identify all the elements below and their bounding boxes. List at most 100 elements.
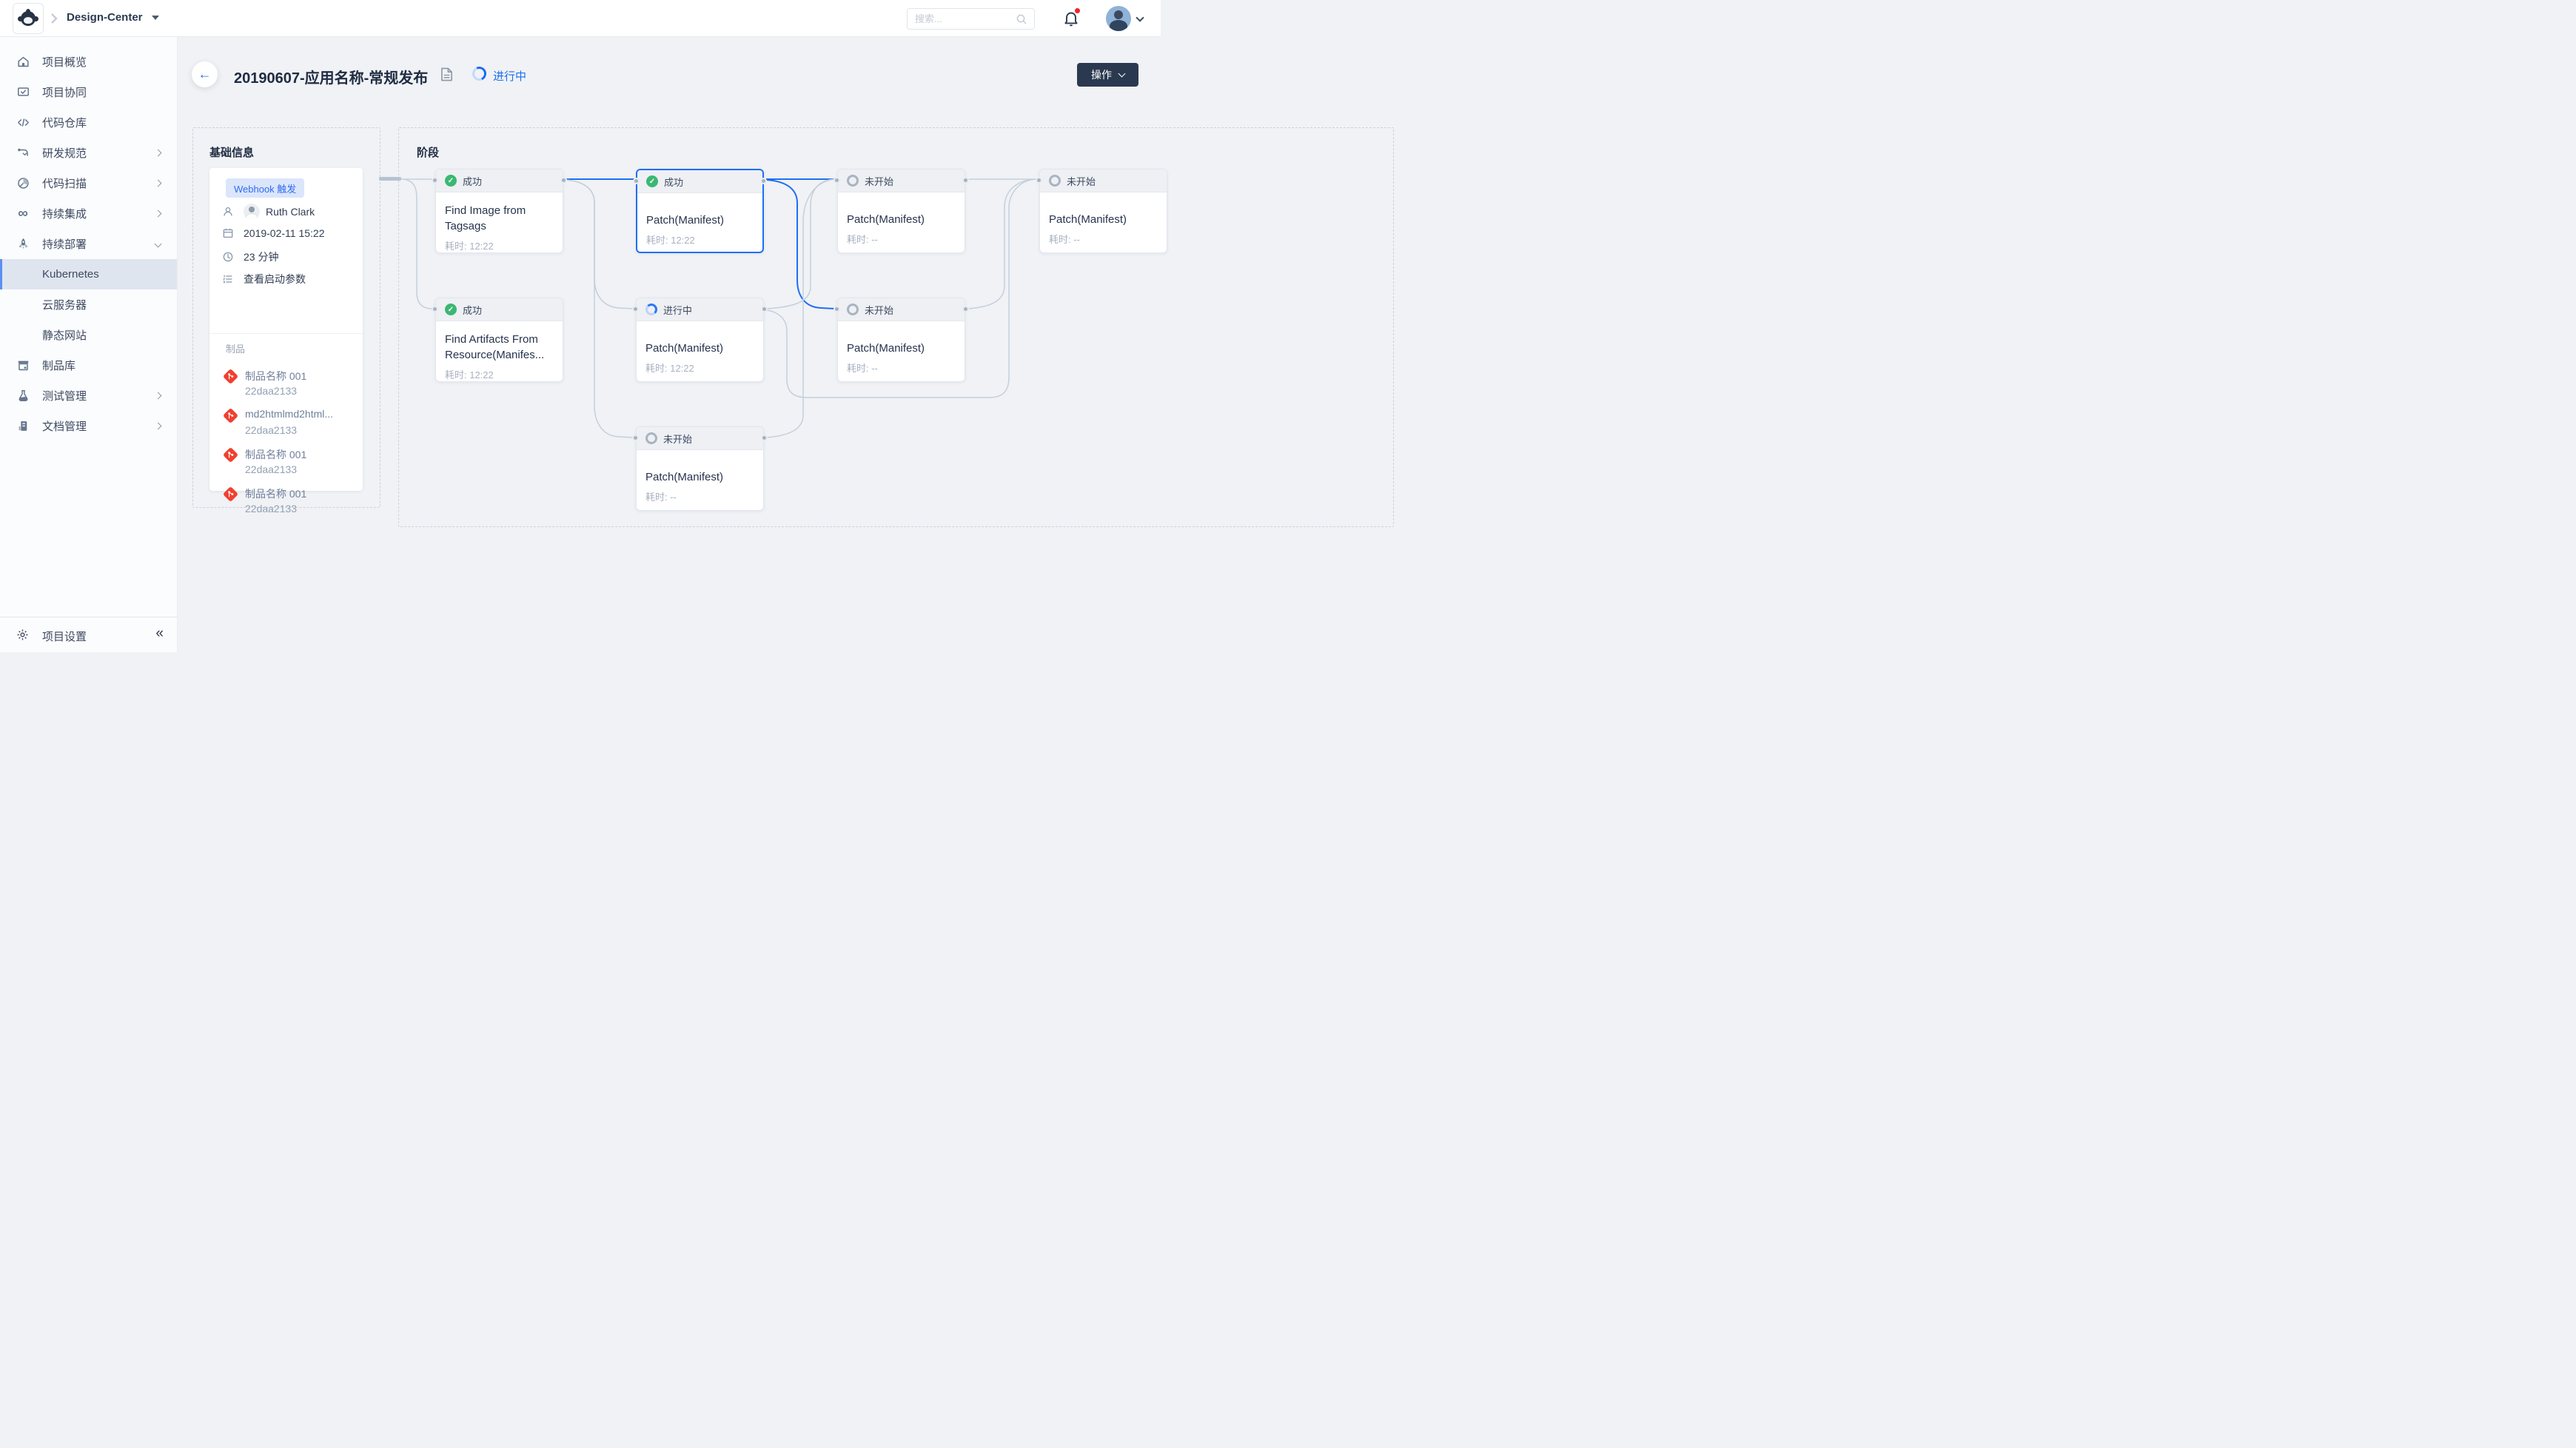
connector-dot <box>432 306 438 312</box>
artifact-item[interactable]: 制品名称 001 22daa2133 <box>222 368 353 403</box>
run-status-label: 进行中 <box>493 70 527 83</box>
basic-info-panel <box>192 127 380 508</box>
stage-title: Patch(Manifest) <box>847 213 925 226</box>
search-icon[interactable] <box>1016 13 1027 29</box>
chevron-right-icon <box>154 392 162 400</box>
infinity-icon: ∞ <box>18 206 28 221</box>
stage-title: Patch(Manifest) <box>646 214 725 227</box>
project-dropdown-caret-icon[interactable] <box>152 16 159 20</box>
connector-dot <box>633 178 640 184</box>
search-box <box>907 8 1035 30</box>
connector-dot <box>761 306 768 312</box>
trigger-time-row: 2019-02-11 15:22 <box>222 227 325 239</box>
connector-dot <box>760 178 767 184</box>
notification-badge <box>1075 8 1080 13</box>
connector-dot <box>833 177 840 184</box>
stage-card-find-artifacts[interactable]: ✓成功 Find Artifacts From Resource(Manifes… <box>432 298 563 382</box>
chevron-right-icon <box>154 149 162 157</box>
pipeline-source-connector <box>379 177 401 181</box>
scan-icon <box>16 176 30 191</box>
running-spinner-icon <box>645 304 657 315</box>
basic-info-title: 基础信息 <box>209 147 255 159</box>
calendar-icon <box>222 227 234 239</box>
startup-params-row[interactable]: 查看启动参数 <box>222 272 306 286</box>
sidebar-item-code-repo[interactable]: 代码仓库 <box>0 107 177 138</box>
sidebar-item-project-overview[interactable]: 项目概览 <box>0 47 177 77</box>
success-check-icon: ✓ <box>646 175 658 187</box>
sidebar-item-cloud-server[interactable]: 云服务器 <box>42 299 87 312</box>
divider <box>209 333 363 334</box>
sidebar-item-artifact-repo[interactable]: 制品库 <box>0 350 177 381</box>
stage-duration: 耗时: 12:22 <box>645 363 694 374</box>
action-caret-icon <box>1118 70 1126 78</box>
sidebar-item-test-mgmt[interactable]: 测试管理 <box>0 381 177 411</box>
trigger-badge[interactable]: Webhook 触发 <box>226 178 305 198</box>
breadcrumb-separator-icon <box>50 13 58 28</box>
artifact-item[interactable]: md2htmlmd2html... 22daa2133 <box>222 407 353 442</box>
startup-params-link[interactable]: 查看启动参数 <box>244 273 306 285</box>
page-title: 20190607-应用名称-常规发布 <box>234 70 429 87</box>
stage-duration: 耗时: 12:22 <box>445 369 494 381</box>
sidebar-item-static-site[interactable]: 静态网站 <box>42 329 87 342</box>
git-branch-glyph <box>228 491 234 497</box>
stage-card-patch-r2c3[interactable]: ✓未开始 Patch(Manifest)耗时: -- <box>833 298 969 382</box>
stage-duration: 耗时: -- <box>847 363 878 374</box>
ordered-list-icon <box>222 273 234 285</box>
stage-duration: 耗时: 12:22 <box>646 235 695 246</box>
connector-dot <box>1036 177 1042 184</box>
connector-dot <box>432 177 438 184</box>
collapse-sidebar-button[interactable]: « <box>155 626 163 641</box>
pending-ring-icon <box>847 304 859 315</box>
pending-ring-icon <box>645 432 657 444</box>
stage-card-patch-r1c3[interactable]: ✓未开始 Patch(Manifest)耗时: -- <box>833 169 969 253</box>
sidebar-item-project-collab[interactable]: 项目协同 <box>0 77 177 107</box>
notifications-button[interactable] <box>1062 8 1081 29</box>
archive-icon <box>16 358 30 373</box>
artifact-item[interactable]: 制品名称 001 22daa2133 <box>222 446 353 481</box>
document-icon[interactable] <box>440 67 453 85</box>
git-branch-glyph <box>228 373 234 380</box>
user-avatar[interactable] <box>1106 6 1131 31</box>
search-input[interactable] <box>915 10 1011 28</box>
sidebar-item-dev-standards[interactable]: 研发规范 <box>0 138 177 168</box>
sidebar-item-kubernetes[interactable]: Kubernetes <box>0 259 177 289</box>
duration-row: 23 分钟 <box>222 249 278 264</box>
stage-duration: 耗时: 12:22 <box>445 241 494 252</box>
trigger-user-row: Ruth Clark <box>222 204 315 220</box>
collab-icon <box>16 85 30 100</box>
stage-title: Patch(Manifest) <box>645 471 724 483</box>
gear-icon[interactable] <box>16 628 30 646</box>
back-button[interactable]: ← <box>192 61 218 87</box>
connector-dot <box>632 306 639 312</box>
git-branch-glyph <box>228 452 234 458</box>
breadcrumb-project[interactable]: Design-Center <box>67 11 143 24</box>
stage-duration: 耗时: -- <box>645 492 677 503</box>
artifact-item[interactable]: 制品名称 001 22daa2133 <box>222 486 353 520</box>
stage-card-patch-r2c2[interactable]: ✓进行中 Patch(Manifest)耗时: 12:22 <box>632 298 768 382</box>
sidebar-footer: 项目设置 « <box>0 617 177 652</box>
sidebar-item-ci[interactable]: ∞ 持续集成 <box>0 198 177 229</box>
connector-dot <box>962 177 969 184</box>
stage-card-patch-r3c2[interactable]: ✓未开始 Patch(Manifest)耗时: -- <box>632 426 768 511</box>
app-logo[interactable] <box>13 3 44 34</box>
sidebar-item-code-scan[interactable]: 代码扫描 <box>0 168 177 198</box>
person-icon <box>222 206 234 218</box>
home-icon <box>16 55 30 70</box>
monkey-logo-icon <box>18 9 38 28</box>
stage-card-patch-r1c4[interactable]: ✓未开始 Patch(Manifest)耗时: -- <box>1036 169 1167 253</box>
trigger-user-name: Ruth Clark <box>266 206 315 218</box>
code-icon <box>16 115 30 130</box>
project-settings-label[interactable]: 项目设置 <box>42 631 87 643</box>
sidebar-item-doc-mgmt[interactable]: 文档管理 <box>0 411 177 441</box>
stage-card-patch-top[interactable]: ✓成功 Patch(Manifest)耗时: 12:22 <box>633 169 767 253</box>
stage-title: Patch(Manifest) <box>847 342 925 355</box>
user-menu-caret-icon[interactable] <box>1136 13 1144 22</box>
artifacts-label: 制品 <box>226 343 246 355</box>
chevron-down-icon <box>154 240 162 248</box>
success-check-icon: ✓ <box>445 175 457 187</box>
action-button[interactable]: 操作 <box>1077 63 1138 87</box>
chevron-right-icon <box>154 179 162 187</box>
stage-title: Patch(Manifest) <box>1049 213 1127 226</box>
sidebar-item-cd[interactable]: 持续部署 <box>0 229 177 259</box>
